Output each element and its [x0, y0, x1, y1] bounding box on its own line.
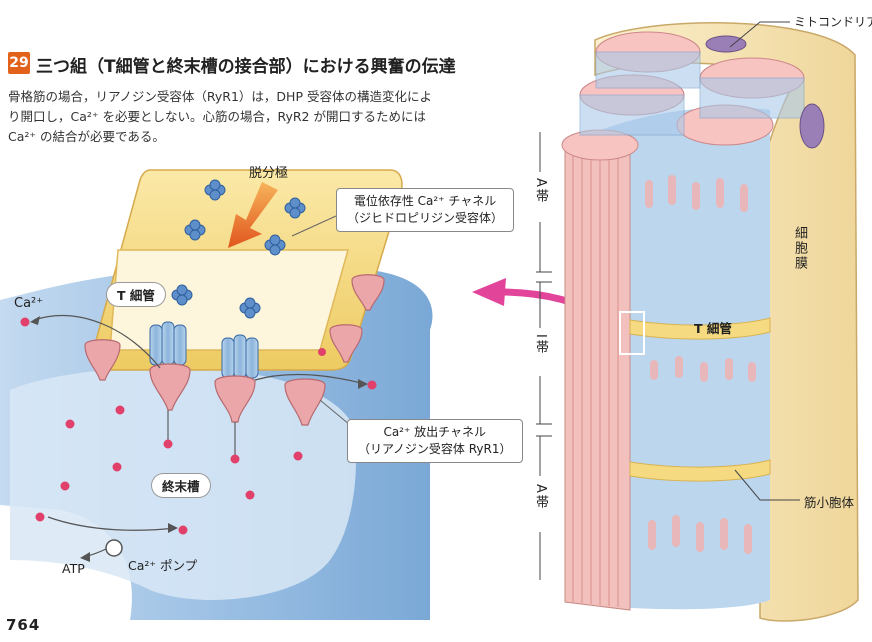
ryr-label-line1: Ca²⁺ 放出チャネル: [383, 425, 487, 439]
ryr-label: Ca²⁺ 放出チャネル （リアノジン受容体 RyR1）: [347, 419, 523, 463]
description-line-3: Ca²⁺ の結合が必要である。: [8, 129, 165, 144]
depolarization-arrow-icon: [228, 182, 278, 248]
ryr-stems: [167, 410, 236, 455]
ryr-label-line2: （リアノジン受容体 RyR1）: [358, 442, 512, 456]
dhp-receptor-label-line1: 電位依存性 Ca²⁺ チャネル: [353, 194, 497, 208]
i-band-label: I帯: [533, 334, 548, 355]
terminal-cisterna-label: 終末槽: [152, 474, 210, 497]
page-number: 764: [6, 616, 41, 634]
depolarization-label: 脱分極: [249, 166, 289, 181]
a-band-bottom-label: A帯: [533, 484, 548, 510]
cell-membrane-label: 細胞膜: [792, 226, 807, 271]
ca-pump-icon: [105, 539, 123, 557]
description-line-2: り開口し，Ca²⁺ を必要としない。心筋の場合，RyR2 が開口するためには: [8, 109, 426, 124]
sr-label: 筋小胞体: [804, 495, 855, 510]
band-brackets: [536, 132, 552, 580]
ryr-channels: [84, 274, 385, 426]
t-tubule-right-label: T 細管: [694, 321, 732, 336]
description-line-1: 骨格筋の場合，リアノジン受容体（RyR1）は，DHP 受容体の構造変化によ: [8, 89, 432, 104]
ca-pump-label: Ca²⁺ ポンプ: [128, 558, 198, 573]
dhp-receptor-label-line2: （ジヒドロピリジン受容体）: [347, 211, 504, 225]
dhp-receptor-group: [171, 179, 306, 319]
t-tubule-label: T 細管: [107, 283, 165, 306]
section-title: 三つ組（T細管と終末槽の接合部）における興奮の伝達: [36, 57, 456, 77]
t-tubule-band: [629, 317, 771, 340]
leader-lines: [291, 215, 351, 426]
atp-label: ATP: [62, 561, 85, 576]
dhp-receptor-label: 電位依存性 Ca²⁺ チャネル （ジヒドロピリジン受容体）: [336, 188, 515, 232]
mitochondrion-icon: [705, 35, 825, 149]
mitochondria-label: ミトコンドリア: [794, 15, 872, 29]
a-band-top-label: A帯: [533, 178, 548, 204]
ca-ions: [20, 317, 377, 535]
triad-highlight-box: [619, 311, 645, 355]
ca-label: Ca²⁺: [14, 296, 44, 311]
dhp-channel-cylinders: [149, 321, 259, 379]
section-number-badge: 29: [8, 52, 30, 74]
